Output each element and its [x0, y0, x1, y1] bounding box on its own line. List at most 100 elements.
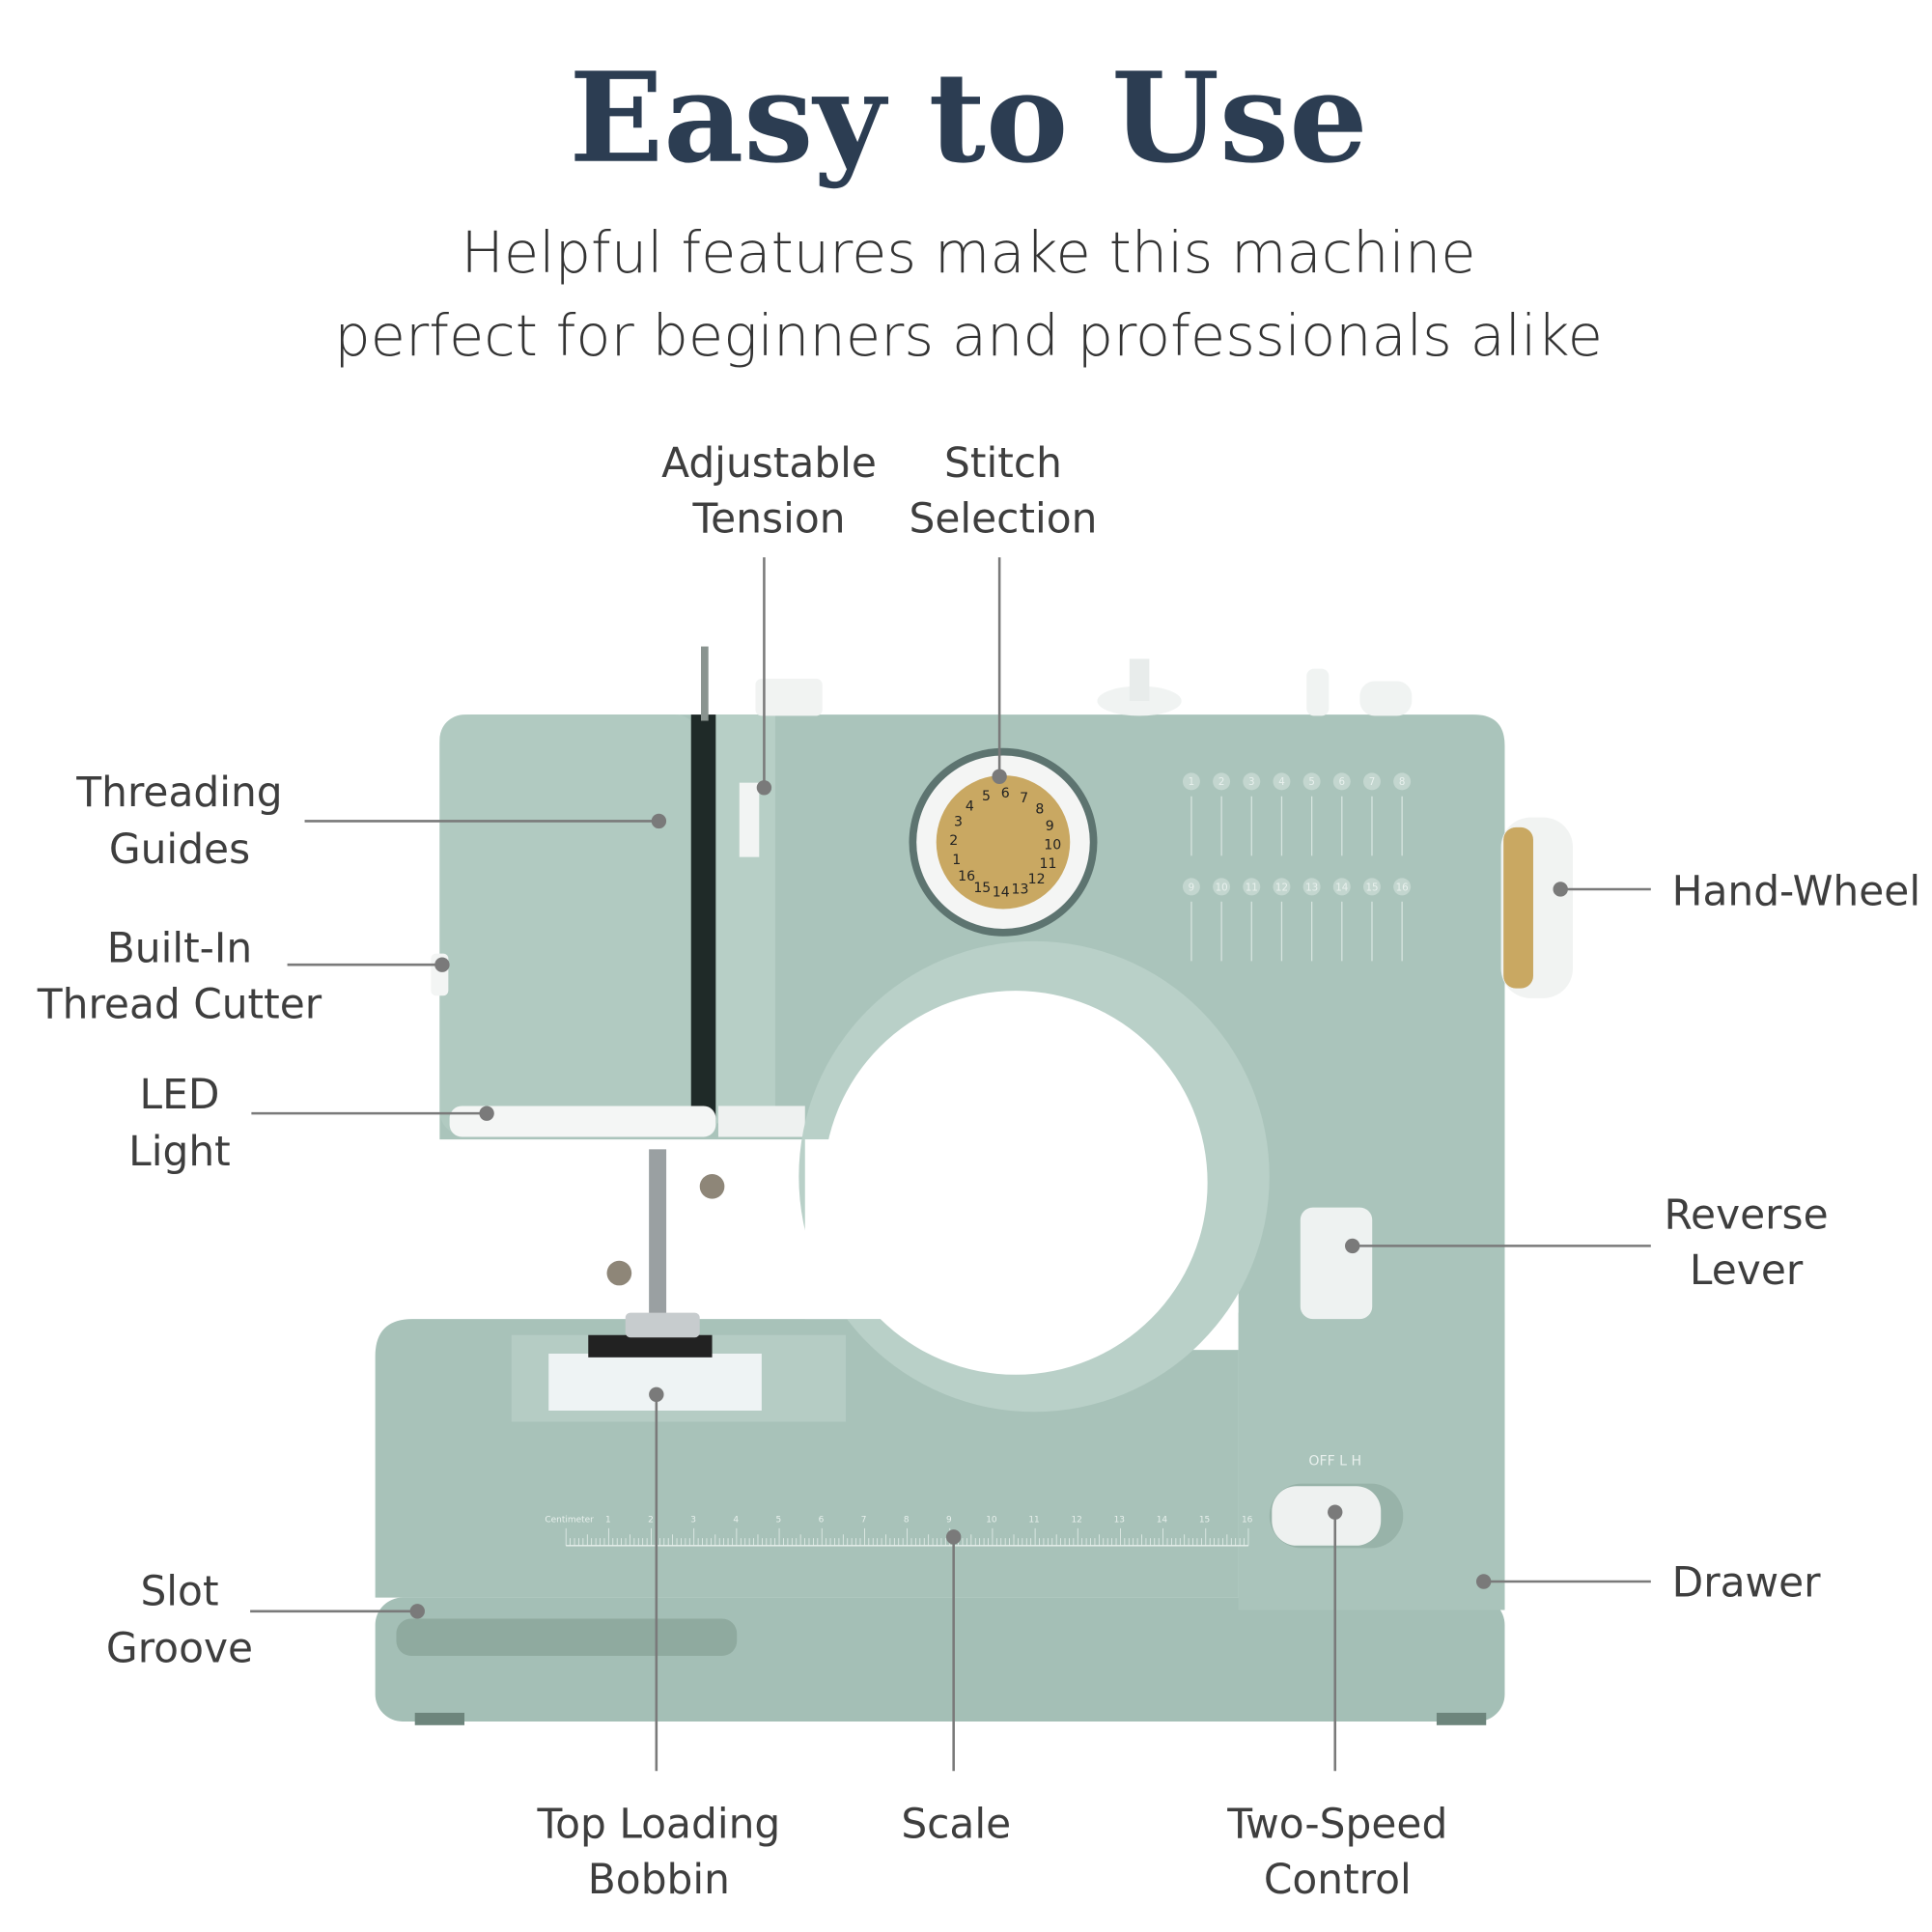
dial-number: 1 — [952, 853, 961, 868]
slot-groove — [396, 1618, 738, 1656]
callout-label: Thread Cutter — [37, 980, 322, 1027]
subtitle-line-2: perfect for beginners and professionals … — [334, 302, 1603, 369]
stitch-number-badge — [1302, 772, 1321, 791]
ruler-number: 13 — [1114, 1515, 1125, 1525]
dial-number: 16 — [958, 869, 975, 884]
callout-dot — [1553, 882, 1568, 897]
stitch-number: 9 — [1189, 882, 1195, 893]
callout-label: Guides — [109, 826, 250, 873]
tension-cap — [755, 678, 823, 716]
ruler-number: 1 — [605, 1515, 611, 1525]
foot — [414, 1712, 465, 1725]
reverse-lever — [1300, 1207, 1373, 1320]
ruler-number: 4 — [733, 1515, 739, 1525]
stitch-number: 13 — [1305, 882, 1318, 893]
callout-label: Scale — [901, 1801, 1011, 1848]
presser-foot — [625, 1312, 700, 1338]
ruler-number: 15 — [1199, 1515, 1210, 1525]
ruler-number: 7 — [861, 1515, 867, 1525]
callout-label: Reverse — [1665, 1190, 1829, 1238]
stitch-number-badge — [1332, 772, 1351, 791]
tension-panel — [715, 714, 775, 1124]
ruler-number: 16 — [1242, 1515, 1253, 1525]
stitch-number: 10 — [1216, 882, 1228, 893]
stitch-number: 7 — [1369, 776, 1376, 788]
machine-head — [439, 714, 700, 1136]
callout-label: Bobbin — [588, 1856, 730, 1903]
dial-number: 6 — [1001, 786, 1010, 801]
stitch-number-badge — [1182, 878, 1200, 896]
stitch-number: 15 — [1365, 882, 1378, 893]
stitch-number-badge — [1393, 878, 1412, 896]
ruler-number: 9 — [946, 1515, 952, 1525]
ruler-number: 6 — [819, 1515, 825, 1525]
callout-label: Drawer — [1672, 1558, 1822, 1606]
presser-screw — [606, 1260, 632, 1286]
dial-number: 3 — [954, 815, 963, 830]
dial-number: 13 — [1012, 882, 1029, 898]
callout-scale: Scale — [901, 1529, 1011, 1848]
dial-number: 8 — [1035, 802, 1044, 818]
callout-label: Hand-Wheel — [1672, 868, 1920, 915]
callout-dot — [409, 1604, 425, 1619]
led-light-housing — [449, 1106, 716, 1137]
stitch-number: 8 — [1399, 776, 1406, 788]
callout-dot — [756, 780, 772, 796]
dial-number: 9 — [1046, 819, 1054, 834]
arm-opening-fill — [804, 1139, 1028, 1320]
dial-number: 5 — [982, 789, 991, 804]
callout-dot — [1475, 1574, 1492, 1589]
callout-dot — [1345, 1238, 1360, 1254]
bobbin-cover — [548, 1353, 762, 1411]
feed-dogs — [588, 1334, 713, 1358]
ruler-number: 5 — [775, 1515, 781, 1525]
stitch-number: 6 — [1339, 776, 1346, 788]
stitch-dial-face — [936, 774, 1071, 910]
stitch-number-badge — [1182, 772, 1200, 791]
ruler-number: 8 — [904, 1515, 910, 1525]
stitch-number: 11 — [1246, 882, 1258, 893]
threading-channel — [690, 714, 716, 1124]
stitch-number: 4 — [1278, 776, 1285, 788]
callout-label: Selection — [909, 495, 1097, 543]
stitch-number: 5 — [1308, 776, 1315, 788]
callout-label: Threading — [75, 769, 282, 816]
dial-number: 7 — [1020, 791, 1028, 806]
callout-dot — [649, 1386, 664, 1403]
bobbin-winder-spindle — [1129, 658, 1150, 702]
dial-number: 15 — [973, 881, 991, 896]
stitch-number-badge — [1243, 772, 1261, 791]
pillar-base — [1238, 1312, 1505, 1610]
callout-label: LED — [140, 1071, 220, 1118]
ruler-number: 10 — [986, 1515, 997, 1525]
speed-switch — [1272, 1486, 1382, 1546]
stitch-number-badge — [1213, 878, 1231, 896]
led-light-trim — [717, 1106, 805, 1137]
callout-label: Stitch — [944, 439, 1062, 487]
callout-hand-wheel: Hand-Wheel — [1553, 868, 1920, 915]
callout-label: Lever — [1690, 1246, 1804, 1294]
callout-dot — [1328, 1504, 1343, 1520]
stitch-number: 1 — [1189, 776, 1195, 788]
callout-dot — [651, 813, 667, 829]
ruler-number: 3 — [690, 1515, 696, 1525]
spool-cap — [1359, 681, 1413, 716]
stitch-number-badge — [1273, 878, 1291, 896]
stitch-number-badge — [1273, 772, 1291, 791]
callout-label: Two-Speed — [1226, 1801, 1447, 1848]
ruler-label: Centimeter — [545, 1515, 594, 1525]
foot — [1436, 1712, 1487, 1725]
